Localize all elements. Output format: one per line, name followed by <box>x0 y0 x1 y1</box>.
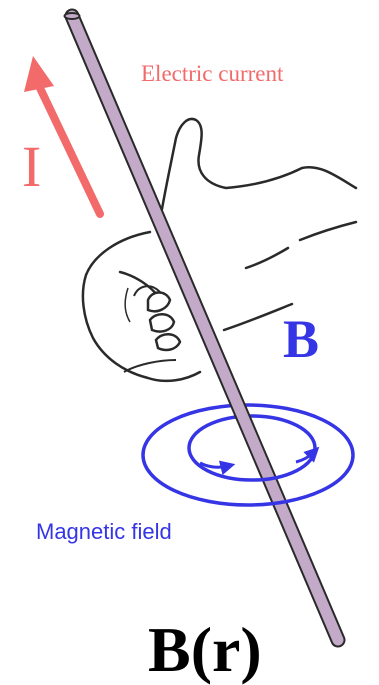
magnetic-field-label: Magnetic field <box>36 521 172 543</box>
diagram-canvas <box>0 0 379 659</box>
thumb-outline <box>158 119 356 232</box>
right-hand-rule-diagram: Electric current I B Magnetic field B(r) <box>0 0 379 659</box>
field-symbol: B <box>283 312 319 366</box>
current-symbol: I <box>22 138 41 196</box>
electric-current-label: Electric current <box>141 62 283 85</box>
field-loops-front <box>143 448 353 505</box>
formula-label: B(r) <box>148 618 262 682</box>
